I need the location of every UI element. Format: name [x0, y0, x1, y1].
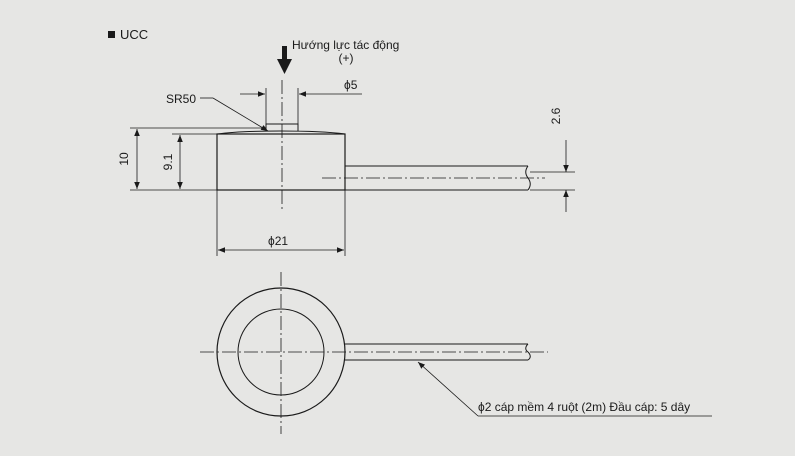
cable-note: ϕ2 cáp mềm 4 ruột (2m) Đầu cáp: 5 dây — [478, 400, 690, 414]
side-view: 2.6 10 9.1 ϕ5 SR50 ϕ21 — [117, 78, 575, 256]
sphere-radius-dim: SR50 — [166, 92, 196, 106]
total-height-dim: 10 — [117, 152, 131, 166]
force-sign-label: (+) — [339, 51, 354, 65]
body-diameter-dim: ϕ21 — [268, 234, 288, 248]
drawing-title: UCC — [120, 27, 148, 42]
down-arrow-icon — [277, 46, 292, 74]
body-height-dim: 9.1 — [161, 153, 175, 170]
force-direction-label: Hướng lực tác động — [292, 38, 399, 52]
side-view-dome — [216, 130, 346, 135]
cable-offset-dim: 2.6 — [549, 107, 563, 124]
side-view-body — [216, 133, 346, 191]
button-diameter-dim: ϕ5 — [344, 78, 358, 92]
top-view: ϕ2 cáp mềm 4 ruột (2m) Đầu cáp: 5 dây — [200, 272, 712, 434]
square-bullet-icon — [108, 31, 115, 38]
top-cable-break — [525, 343, 531, 361]
